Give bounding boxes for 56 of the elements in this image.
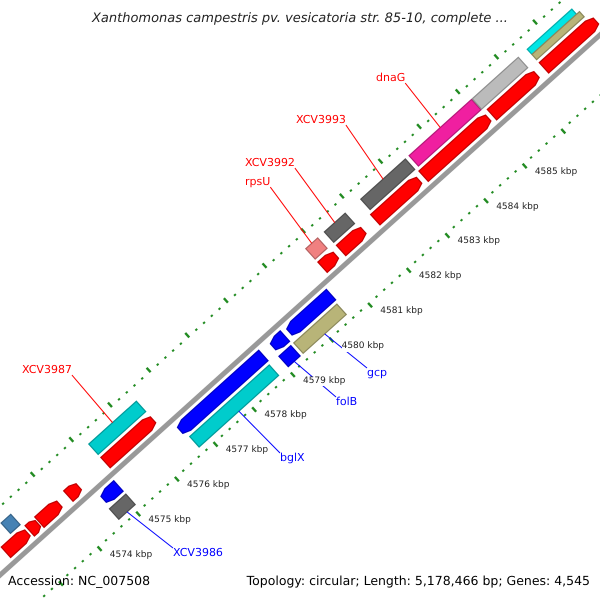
tick-label: 4584 kbp (496, 202, 539, 212)
gene-block (370, 176, 423, 226)
gene-label: bglX (280, 452, 305, 464)
leader-line (324, 333, 368, 368)
gene-block (286, 288, 337, 336)
leader-line (238, 410, 280, 454)
tick-label: 4575 kbp (148, 516, 191, 526)
tick-label: 4582 kbp (418, 272, 462, 282)
leader-line (126, 511, 174, 548)
gene-label: XCV3992 (245, 157, 295, 170)
gene-block (62, 483, 82, 502)
gene-block (34, 500, 63, 528)
gene-feature-bar (471, 56, 529, 110)
tick-label: 4574 kbp (110, 550, 152, 560)
leader-line (294, 168, 336, 224)
title: Xanthomonas campestris pv. vesicatoria str. 85-10, complete ... (90, 12, 509, 26)
tick-label: 4581 kbp (380, 306, 423, 317)
leader-line (270, 186, 312, 244)
gene-block (336, 226, 367, 257)
gene-block (100, 416, 156, 469)
tick-label: 4583 kbp (458, 237, 500, 248)
leader-line (71, 374, 114, 424)
leader-line (404, 82, 441, 128)
gene-block (24, 520, 42, 537)
gene-feature-bar (531, 10, 586, 60)
gene-block (270, 330, 290, 350)
gene-feature-bar (304, 237, 328, 260)
gene-label: rpsU (245, 176, 270, 188)
gene-block (0, 529, 31, 558)
leader-line (345, 124, 384, 180)
gene-block (418, 114, 492, 182)
tick-label: 4579 kbp (302, 376, 346, 386)
gene-label: folB (336, 396, 358, 408)
gene-feature-bar (360, 158, 416, 210)
gene-feature-bar (108, 493, 136, 520)
gene-feature-bar (278, 344, 301, 368)
gene-label: dnaG (376, 72, 406, 84)
tick-label: 4580 kbp (342, 342, 384, 352)
summary-text: Topology: circular; Length: 5,178,466 bp; Genes: 4,545 (246, 574, 590, 588)
gene-label: gcp (367, 367, 388, 380)
tick-label: 4585 kbp (534, 168, 578, 178)
gene-label: XCV3993 (296, 114, 346, 126)
gene-block (100, 480, 124, 504)
tick-label: 4577 kbp (226, 446, 268, 456)
tick-label: 4576 kbp (187, 480, 230, 491)
accession-text: Accession: NC_007508 (8, 574, 150, 588)
gene-block (486, 70, 540, 121)
gene-block (316, 252, 340, 274)
gene-label: XCV3986 (173, 547, 223, 560)
tick-label: 4578 kbp (264, 411, 307, 422)
gene-block (538, 17, 600, 74)
gene-feature-bar (324, 212, 356, 244)
gene-feature-bar (408, 98, 482, 167)
gene-feature-bar (88, 400, 147, 456)
gene-feature-bar (0, 513, 21, 534)
gene-label: XCV3987 (22, 364, 72, 376)
